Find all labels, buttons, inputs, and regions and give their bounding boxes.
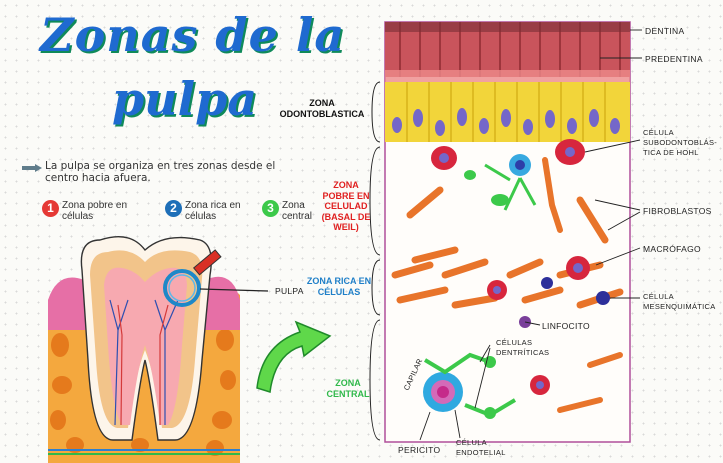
tooth-illustration [48,237,268,463]
label-linfocito: LINFOCITO [542,321,590,331]
label-zona-pobre: ZONA POBRE EN CELULAD (BASAL DE WEIL) [318,180,374,233]
label-macrofago: MACRÓFAGO [643,244,701,254]
label-zona-odontoblastica: ZONA ODONTOBLASTICA [272,98,372,119]
label-fibroblastos: FIBROBLASTOS [643,206,712,216]
label-pericito: PERICITO [398,445,440,455]
label-pulpa: PULPA [275,286,304,296]
label-celula-subodontoblastica: CÉLULA SUBODONTOBLÁS- TICA DE HOHL [643,128,715,158]
label-zona-rica: ZONA RICA EN CÉLULAS [306,276,372,297]
label-celulas-dendriticas: CÉLULAS DENTRÍTICAS [496,338,552,358]
label-dentina: DENTINA [645,26,684,36]
green-arrow [257,322,330,392]
label-predentina: PREDENTINA [645,54,703,64]
label-celula-endotelial: CÉLULA ENDOTELIAL [456,438,516,458]
label-zona-central: ZONA CENTRAL [323,378,373,399]
label-celula-mesenquimatica: CÉLULA MESENQUIMÁTICA [643,292,721,312]
